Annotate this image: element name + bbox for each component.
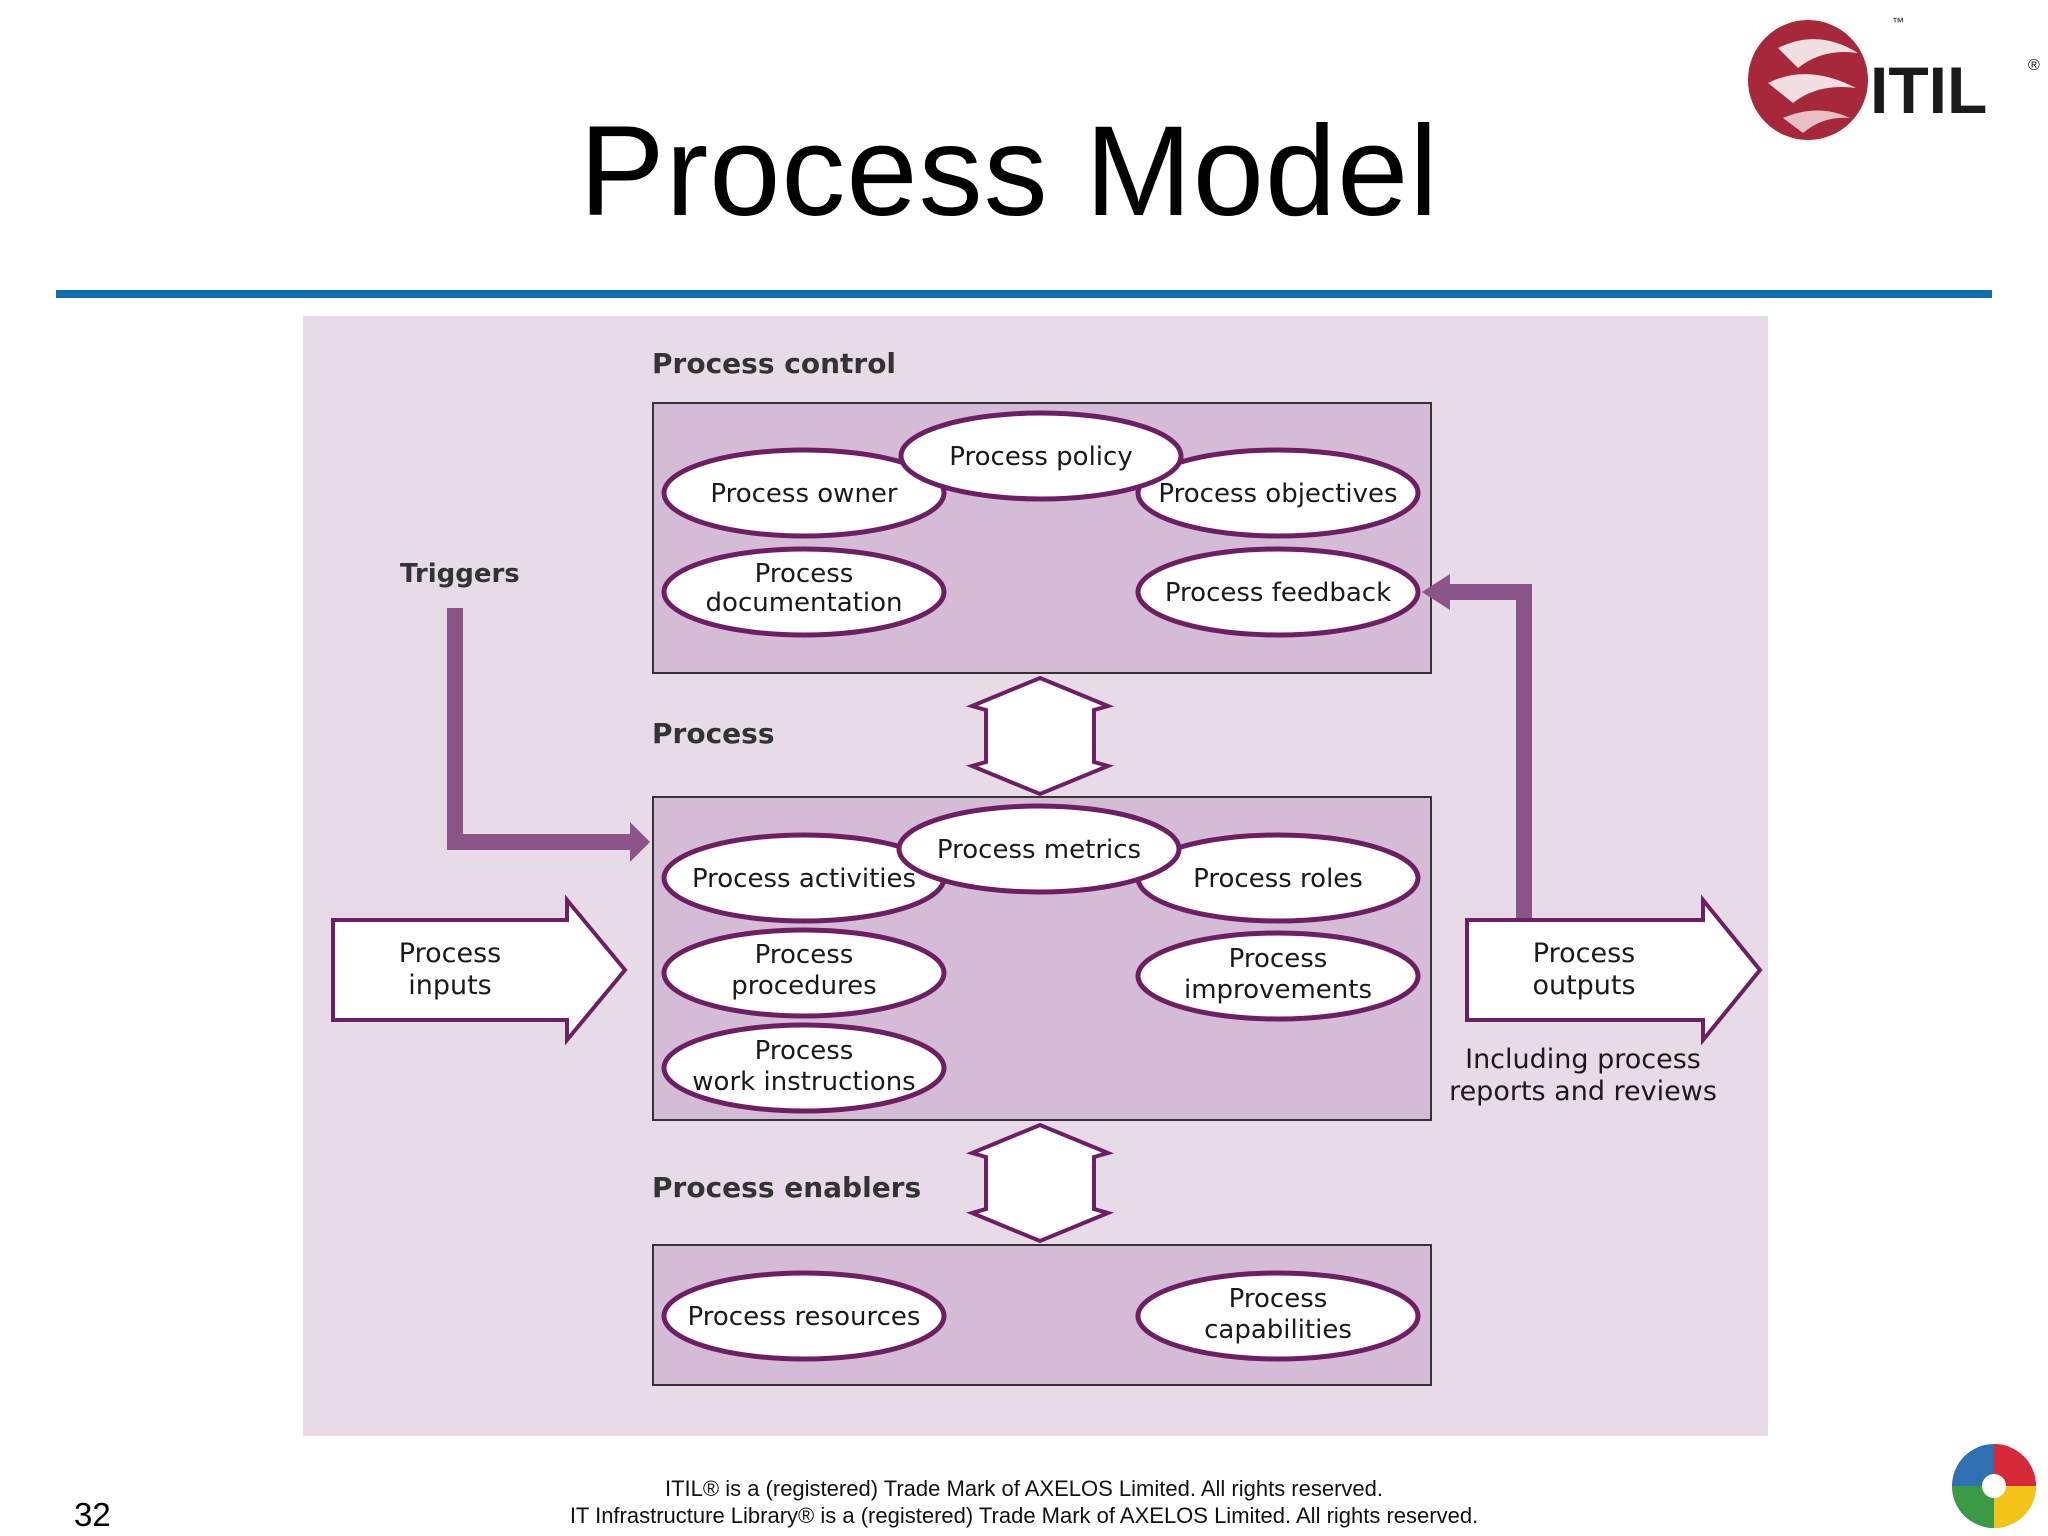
process-owner-label: Process owner bbox=[710, 479, 898, 509]
process-documentation-line1: Process bbox=[755, 559, 854, 589]
feedback-arrow bbox=[1422, 574, 1532, 920]
logo-wordmark: ITIL bbox=[1870, 53, 1987, 127]
ellipse-process-capabilities: Process capabilities bbox=[1135, 1270, 1421, 1362]
page-title: Process Model bbox=[579, 100, 1439, 243]
process-outputs-arrow bbox=[1465, 894, 1763, 1046]
process-improvements-line1: Process bbox=[1229, 944, 1328, 974]
section-label-process-control: Process control bbox=[652, 347, 896, 380]
triggers-label: Triggers bbox=[400, 559, 520, 589]
ellipse-process-resources: Process resources bbox=[661, 1270, 947, 1362]
ellipse-process-feedback: Process feedback bbox=[1135, 546, 1421, 638]
process-resources-label: Process resources bbox=[688, 1302, 921, 1332]
title-divider bbox=[56, 290, 1992, 298]
process-capabilities-line1: Process bbox=[1229, 1284, 1328, 1314]
ellipse-process-objectives: Process objectives bbox=[1135, 447, 1421, 539]
double-arrow-process-enablers bbox=[965, 1122, 1115, 1244]
outputs-note-line2: reports and reviews bbox=[1449, 1076, 1717, 1107]
process-procedures-line2: procedures bbox=[731, 971, 876, 1001]
page-number: 32 bbox=[74, 1496, 111, 1533]
section-label-process: Process bbox=[652, 717, 775, 750]
process-work-instructions-line2: work instructions bbox=[692, 1067, 915, 1097]
ellipse-process-improvements: Process improvements bbox=[1135, 930, 1421, 1022]
process-documentation-line2: documentation bbox=[706, 588, 903, 618]
double-arrow-control-process bbox=[965, 675, 1115, 797]
triggers-arrow bbox=[447, 608, 650, 862]
pdca-cycle-icon bbox=[1952, 1444, 2036, 1528]
process-inputs-label-line2: inputs bbox=[408, 970, 492, 1001]
process-activities-label: Process activities bbox=[692, 864, 916, 894]
swoosh-icon bbox=[1748, 20, 1868, 140]
process-outputs-label-line2: outputs bbox=[1532, 970, 1635, 1001]
trademark-symbol: ™ bbox=[1892, 15, 1904, 29]
process-improvements-line2: improvements bbox=[1184, 975, 1372, 1005]
ellipse-process-procedures: Process procedures bbox=[661, 927, 947, 1019]
footer-trademark-line2: IT Infrastructure Library® is a (registe… bbox=[569, 1503, 1479, 1528]
process-inputs-label-line1: Process bbox=[399, 938, 501, 969]
section-label-process-enablers: Process enablers bbox=[652, 1171, 921, 1204]
outputs-note-line1: Including process bbox=[1465, 1044, 1701, 1075]
process-roles-label: Process roles bbox=[1193, 864, 1363, 894]
process-policy-label: Process policy bbox=[949, 442, 1132, 472]
process-work-instructions-line1: Process bbox=[755, 1036, 854, 1066]
ellipse-process-work-instructions: Process work instructions bbox=[661, 1022, 947, 1114]
process-feedback-label: Process feedback bbox=[1165, 578, 1391, 608]
process-capabilities-line2: capabilities bbox=[1204, 1315, 1352, 1345]
ellipse-process-metrics: Process metrics bbox=[896, 803, 1182, 895]
registered-symbol: ® bbox=[2028, 57, 2040, 74]
process-outputs-label-line1: Process bbox=[1533, 938, 1635, 969]
itil-logo: ITIL ™ ® bbox=[1748, 15, 2040, 140]
process-objectives-label: Process objectives bbox=[1158, 479, 1397, 509]
ellipse-process-policy: Process policy bbox=[898, 410, 1184, 502]
process-inputs-arrow bbox=[331, 894, 628, 1046]
ellipse-process-documentation: Process documentation bbox=[661, 546, 947, 638]
process-procedures-line1: Process bbox=[755, 940, 854, 970]
footer-trademark-line1: ITIL® is a (registered) Trade Mark of AX… bbox=[664, 1476, 1384, 1501]
ellipse-process-activities: Process activities bbox=[661, 832, 947, 924]
ellipse-process-owner: Process owner bbox=[661, 447, 947, 539]
process-metrics-label: Process metrics bbox=[937, 835, 1141, 865]
